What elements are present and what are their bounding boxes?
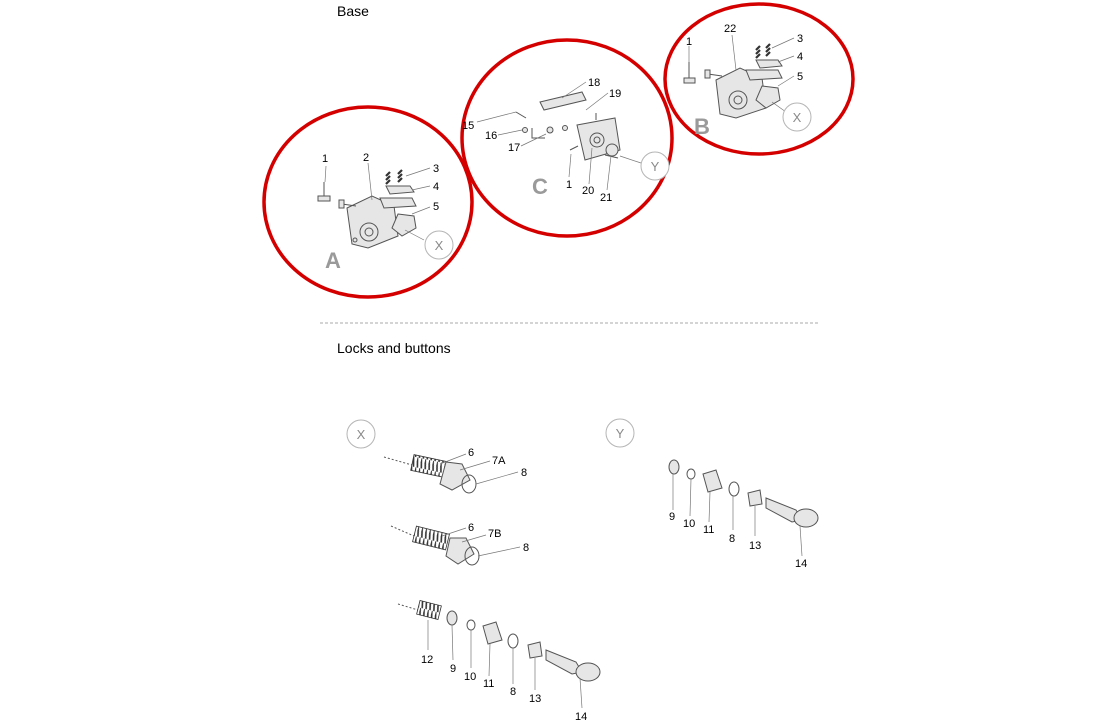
- label-x-r3-9: 9: [450, 663, 456, 675]
- label-x-r2-8: 8: [523, 542, 529, 554]
- assembly-c-letter: C: [532, 174, 548, 199]
- assembly-b-ref-circle: [782, 102, 812, 132]
- highlight-circle-b: [663, 2, 855, 156]
- assembly-a-parts: [317, 169, 417, 249]
- assembly-b-parts: [683, 43, 783, 119]
- assembly-a-ref: X: [435, 238, 444, 253]
- lock-x-row2-parts: [390, 525, 480, 566]
- label-x-r3-12: 12: [421, 654, 433, 666]
- label-x-r2-7b: 7B: [488, 528, 501, 540]
- lock-group-x: X 6 7A 8 6 7B 8: [346, 419, 601, 723]
- lock-x-row1-parts: [383, 454, 477, 494]
- label-c-16: 16: [485, 130, 497, 142]
- lock-group-y: Y 9 10 11 8 13 14: [605, 418, 819, 570]
- label-x-r1-8: 8: [521, 467, 527, 479]
- assembly-b-ref: X: [793, 110, 802, 125]
- label-x-r2-6: 6: [468, 522, 474, 534]
- label-y-10: 10: [683, 518, 695, 530]
- label-x-r3-13: 13: [529, 693, 541, 705]
- lock-x-ref-circle: [346, 419, 376, 449]
- label-y-13: 13: [749, 540, 761, 552]
- assembly-c-ref: Y: [651, 159, 660, 174]
- highlight-circle-a: [262, 105, 474, 299]
- label-x-r3-14: 14: [575, 711, 587, 723]
- assembly-b-letter: B: [694, 114, 710, 139]
- base-section-title: Base: [337, 3, 369, 19]
- assembly-c: 15 16 17 18 19 1 20 21 C Y: [460, 38, 674, 238]
- assembly-a: 1 2 3 4 5 A X: [262, 105, 474, 299]
- label-y-9: 9: [669, 511, 675, 523]
- label-c-21: 21: [600, 192, 612, 204]
- label-y-11: 11: [703, 524, 714, 536]
- label-b-4: 4: [797, 51, 803, 63]
- label-b-1: 1: [686, 36, 692, 48]
- lock-y-parts: [668, 459, 819, 528]
- lock-x-row3-parts: [397, 600, 601, 682]
- label-x-r1-7a: 7A: [492, 455, 506, 467]
- assembly-a-leaders: [324, 162, 431, 241]
- label-b-22: 22: [724, 23, 736, 35]
- assembly-b: 1 22 3 4 5 B X: [663, 2, 855, 156]
- label-a-2: 2: [363, 152, 369, 164]
- assembly-b-leaders: [688, 34, 795, 113]
- label-x-r3-10: 10: [464, 671, 476, 683]
- label-c-15: 15: [462, 120, 474, 132]
- label-c-20: 20: [582, 185, 594, 197]
- label-b-5: 5: [797, 71, 803, 83]
- assembly-c-leaders: [476, 81, 642, 191]
- assembly-c-ref-circle: [640, 151, 670, 181]
- assembly-c-parts: [515, 91, 621, 161]
- label-c-18: 18: [588, 77, 600, 89]
- lock-x-ref: X: [357, 427, 366, 442]
- label-y-14: 14: [795, 558, 807, 570]
- label-c-17: 17: [508, 142, 520, 154]
- label-a-3: 3: [433, 163, 439, 175]
- lock-y-ref-circle: [605, 418, 635, 448]
- label-c-19: 19: [609, 88, 621, 100]
- label-x-r3-11: 11: [483, 678, 494, 690]
- label-y-8: 8: [729, 533, 735, 545]
- label-a-1: 1: [322, 153, 328, 165]
- assembly-a-letter: A: [325, 248, 341, 273]
- label-b-3: 3: [797, 33, 803, 45]
- label-c-1: 1: [566, 179, 572, 191]
- label-a-5: 5: [433, 201, 439, 213]
- lock-y-ref: Y: [616, 426, 625, 441]
- assembly-a-ref-circle: [424, 230, 454, 260]
- highlight-circle-c: [460, 38, 674, 238]
- locks-section-title: Locks and buttons: [337, 340, 451, 356]
- label-a-4: 4: [433, 181, 439, 193]
- label-x-r1-6: 6: [468, 447, 474, 459]
- label-x-r3-8: 8: [510, 686, 516, 698]
